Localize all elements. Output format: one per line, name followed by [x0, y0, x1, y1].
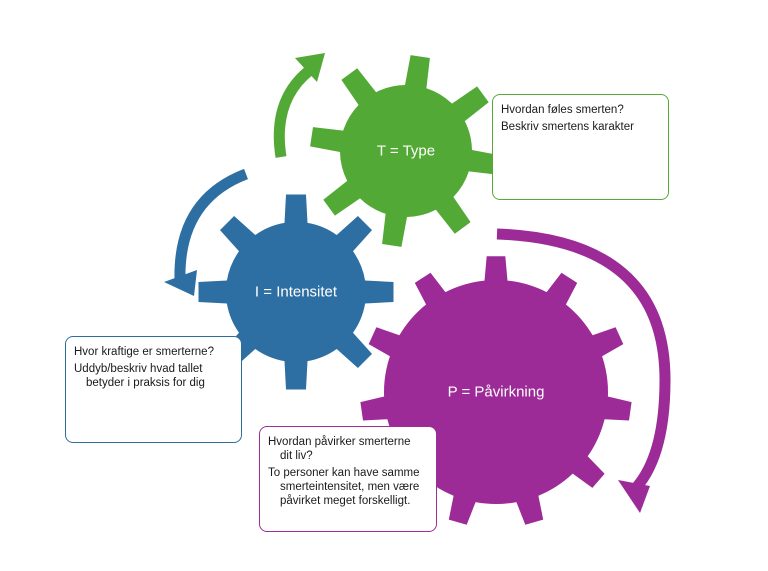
type-question: Hvordan føles smerten? [501, 104, 624, 116]
gear-intensitet-label: I = Intensitet [254, 283, 338, 301]
gear-type-label: T = Type [376, 142, 436, 160]
purple-cycle-arrow [496, 228, 671, 513]
pavirkning-description-2: smerteintensitet, men være [280, 481, 420, 493]
gear-intensitet [198, 194, 394, 390]
pavirkning-question-1: Hvordan påvirker smerterne [268, 436, 411, 448]
type-description: Beskriv smertens karakter [501, 121, 634, 133]
blue-cycle-arrow [164, 168, 249, 296]
pavirkning-info-box: Hvordan påvirker smerterne dit liv? To p… [259, 426, 437, 532]
intensitet-description-2: betyder i praksis for dig [86, 377, 205, 389]
intensitet-question: Hvor kraftige er smerterne? [74, 346, 214, 358]
green-cycle-arrow [273, 53, 325, 158]
gear-type [310, 55, 502, 247]
gear-pavirkning-label: P = Påvirkning [447, 383, 545, 401]
type-info-box: Hvordan føles smerten? Beskriv smertens … [492, 94, 669, 200]
pavirkning-description-3: påvirket meget forskelligt. [280, 495, 411, 507]
pavirkning-question-2: dit liv? [280, 450, 313, 462]
pavirkning-description-1: To personer kan have samme [268, 467, 420, 479]
intensitet-info-box: Hvor kraftige er smerterne? Uddyb/beskri… [65, 336, 242, 443]
intensitet-description-1: Uddyb/beskriv hvad tallet [74, 363, 203, 375]
